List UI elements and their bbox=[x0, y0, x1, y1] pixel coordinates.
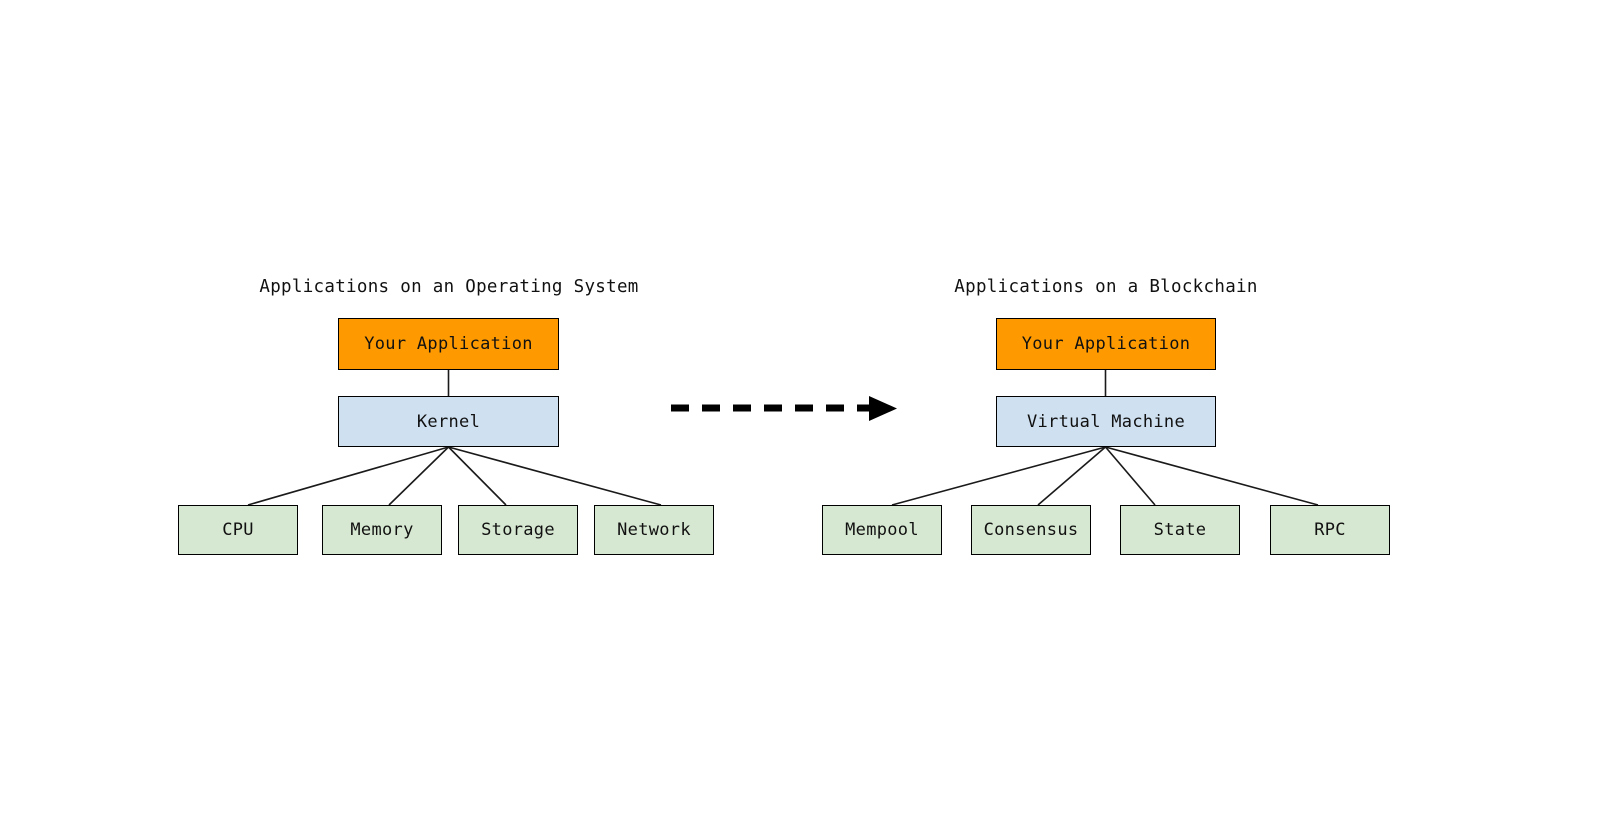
node-label: Your Application bbox=[364, 334, 533, 354]
panel-title-operating-system: Applications on an Operating System bbox=[259, 277, 639, 297]
node-label: CPU bbox=[222, 520, 254, 540]
node-label: RPC bbox=[1314, 520, 1346, 540]
node-mempool[interactable]: Mempool bbox=[822, 505, 942, 555]
edge-kernel-to-memory bbox=[388, 446, 450, 506]
node-your-application-blockchain[interactable]: Your Application bbox=[996, 318, 1216, 370]
node-state[interactable]: State bbox=[1120, 505, 1240, 555]
node-label: Virtual Machine bbox=[1026, 411, 1186, 432]
node-label: Network bbox=[617, 520, 691, 540]
edge-kernel-to-cpu bbox=[247, 446, 449, 506]
node-consensus[interactable]: Consensus bbox=[971, 505, 1091, 555]
node-cpu[interactable]: CPU bbox=[178, 505, 298, 555]
node-label: Your Application bbox=[1021, 334, 1191, 354]
node-label: Memory bbox=[350, 520, 414, 540]
edge-kernel-to-storage bbox=[447, 446, 507, 506]
edge-vm-to-rpc bbox=[1105, 446, 1319, 506]
node-virtual-machine[interactable]: Virtual Machine bbox=[996, 396, 1216, 447]
node-memory[interactable]: Memory bbox=[322, 505, 442, 555]
edge-kernel-to-network bbox=[448, 446, 662, 506]
dashed-transition-arrow bbox=[671, 396, 897, 421]
node-kernel[interactable]: Kernel bbox=[338, 396, 559, 447]
node-your-application-os[interactable]: Your Application bbox=[338, 318, 559, 370]
node-label: Mempool bbox=[845, 520, 919, 540]
node-label: Kernel bbox=[416, 411, 481, 432]
node-label: Storage bbox=[481, 520, 555, 540]
node-label: State bbox=[1153, 520, 1207, 540]
transition-arrow-head bbox=[869, 396, 897, 421]
edge-vm-to-state bbox=[1104, 446, 1156, 506]
node-storage[interactable]: Storage bbox=[458, 505, 578, 555]
node-network[interactable]: Network bbox=[594, 505, 714, 555]
node-label: Consensus bbox=[983, 520, 1079, 540]
node-rpc[interactable]: RPC bbox=[1270, 505, 1390, 555]
panel-title-blockchain: Applications on a Blockchain bbox=[954, 277, 1258, 297]
edge-vm-to-mempool bbox=[891, 446, 1106, 506]
edge-vm-to-consensus bbox=[1037, 446, 1107, 506]
